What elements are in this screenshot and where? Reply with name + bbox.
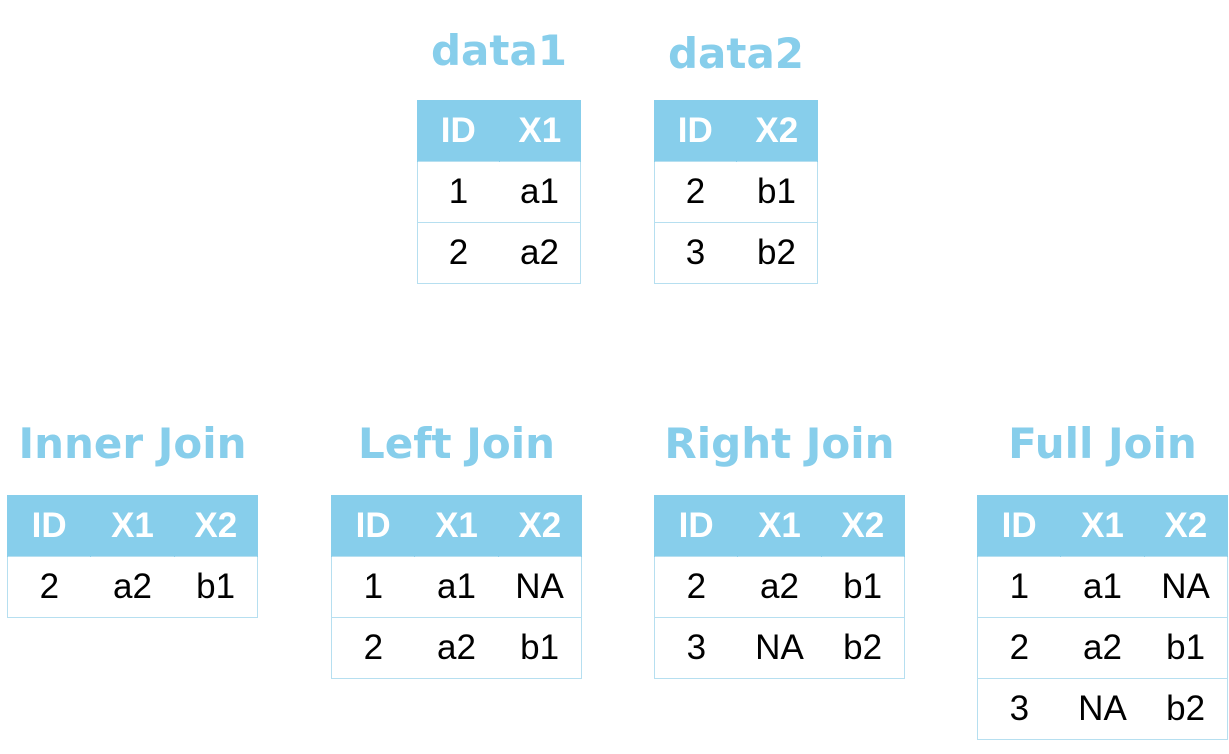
table-header-row: ID X1 X2 — [330, 495, 583, 557]
column-header-id: ID — [976, 495, 1062, 557]
table-cell: a2 — [499, 222, 581, 284]
data1-title: data1 — [430, 26, 568, 75]
table-cell: b2 — [821, 617, 906, 679]
table-cell: 2 — [417, 222, 499, 284]
table-cell: 1 — [417, 161, 499, 223]
table-cell: a1 — [1060, 556, 1145, 618]
table-header-row: ID X2 — [654, 100, 818, 162]
column-header-x2: X2 — [735, 100, 818, 162]
full-join-table: ID X1 X2 1 a1 NA 2 a2 b1 3 NA b2 — [976, 495, 1229, 740]
table-header-row: ID X1 X2 — [653, 495, 906, 557]
table-header-row: ID X1 X2 — [6, 495, 259, 557]
table-cell: b1 — [821, 556, 906, 618]
table-row: 1 a1 — [417, 161, 581, 223]
column-header-x1: X1 — [498, 100, 581, 162]
data2-title: data2 — [667, 29, 805, 78]
table-cell: a2 — [1060, 617, 1145, 679]
column-header-x2: X2 — [820, 495, 906, 557]
table-cell: b1 — [736, 161, 818, 223]
table-row: 2 a2 — [417, 222, 581, 284]
data2-table: ID X2 2 b1 3 b2 — [654, 100, 818, 284]
table-cell: NA — [1060, 678, 1145, 740]
table-cell: b2 — [736, 222, 818, 284]
table-cell: 1 — [330, 556, 415, 618]
column-header-id: ID — [654, 100, 737, 162]
table-cell: b1 — [1144, 617, 1229, 679]
table-row: 3 NA b2 — [976, 678, 1229, 740]
table-cell: b1 — [174, 556, 259, 618]
column-header-x1: X1 — [90, 495, 175, 557]
table-cell: NA — [737, 617, 822, 679]
column-header-id: ID — [330, 495, 416, 557]
left-join-title: Left Join — [358, 419, 555, 468]
column-header-x2: X2 — [173, 495, 259, 557]
table-header-row: ID X1 X2 — [976, 495, 1229, 557]
column-header-x1: X1 — [1060, 495, 1145, 557]
table-cell: 1 — [976, 556, 1061, 618]
right-join-title: Right Join — [664, 419, 895, 468]
column-header-id: ID — [6, 495, 92, 557]
full-join-title: Full Join — [1008, 419, 1197, 468]
table-cell: NA — [1144, 556, 1229, 618]
table-cell: 3 — [654, 222, 736, 284]
column-header-x2: X2 — [1143, 495, 1229, 557]
table-cell: 2 — [330, 617, 415, 679]
table-cell: 2 — [653, 556, 738, 618]
inner-join-title: Inner Join — [18, 419, 247, 468]
table-cell: NA — [498, 556, 583, 618]
table-row: 3 NA b2 — [653, 617, 906, 679]
column-header-x1: X1 — [737, 495, 822, 557]
table-cell: a2 — [90, 556, 175, 618]
inner-join-table: ID X1 X2 2 a2 b1 — [6, 495, 259, 618]
column-header-id: ID — [417, 100, 500, 162]
table-cell: a2 — [737, 556, 822, 618]
table-cell: b1 — [498, 617, 583, 679]
table-cell: b2 — [1144, 678, 1229, 740]
table-row: 3 b2 — [654, 222, 818, 284]
left-join-table: ID X1 X2 1 a1 NA 2 a2 b1 — [330, 495, 583, 679]
table-row: 1 a1 NA — [976, 556, 1229, 618]
table-row: 2 a2 b1 — [6, 556, 259, 618]
table-cell: 2 — [976, 617, 1061, 679]
table-cell: 3 — [976, 678, 1061, 740]
table-cell: 2 — [654, 161, 736, 223]
table-row: 1 a1 NA — [330, 556, 583, 618]
table-header-row: ID X1 — [417, 100, 581, 162]
right-join-table: ID X1 X2 2 a2 b1 3 NA b2 — [653, 495, 906, 679]
table-cell: 3 — [653, 617, 738, 679]
column-header-x1: X1 — [414, 495, 499, 557]
table-cell: a1 — [499, 161, 581, 223]
table-row: 2 a2 b1 — [653, 556, 906, 618]
table-row: 2 a2 b1 — [330, 617, 583, 679]
data1-table: ID X1 1 a1 2 a2 — [417, 100, 581, 284]
table-row: 2 b1 — [654, 161, 818, 223]
table-cell: a1 — [414, 556, 499, 618]
table-cell: a2 — [414, 617, 499, 679]
column-header-id: ID — [653, 495, 739, 557]
table-cell: 2 — [6, 556, 91, 618]
column-header-x2: X2 — [497, 495, 583, 557]
table-row: 2 a2 b1 — [976, 617, 1229, 679]
